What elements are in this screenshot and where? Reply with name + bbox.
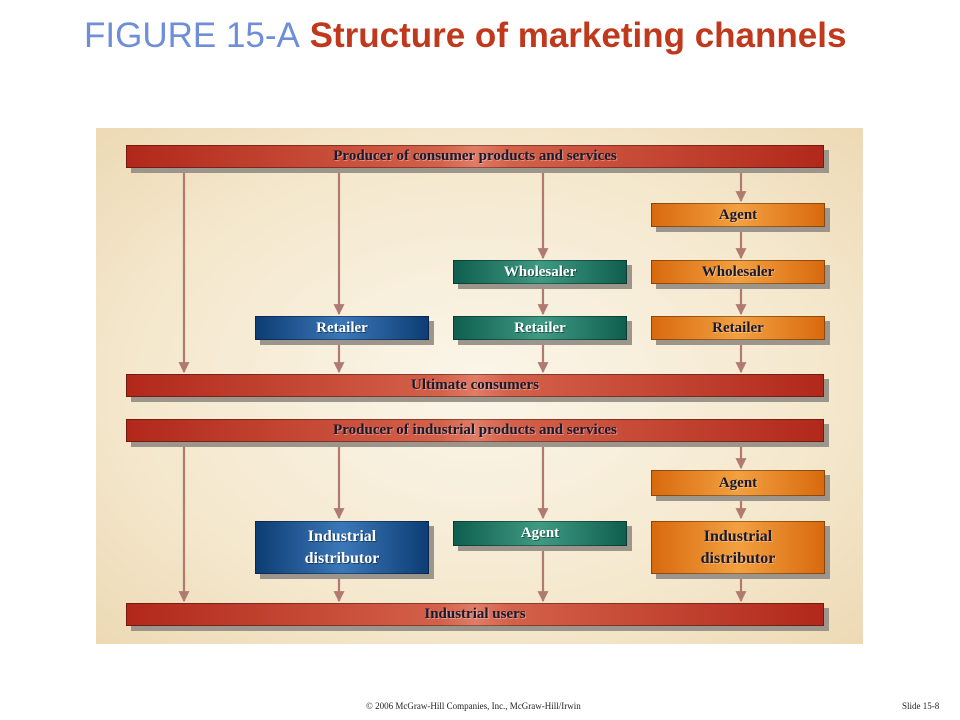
consumer-wholesaler-green-box: Wholesaler [453, 260, 627, 284]
consumer-producer-bar: Producer of consumer products and servic… [126, 145, 824, 168]
industrial-distributor-orange-box: Industrial distributor [651, 521, 825, 574]
consumer-retailer-orange-box: Retailer [651, 316, 825, 340]
slide-number: Slide 15-8 [902, 701, 940, 711]
industrial-agent-orange-box: Agent [651, 470, 825, 496]
industrial-agent-green-box: Agent [453, 521, 627, 546]
channel-diagram: Producer of consumer products and servic… [96, 128, 863, 644]
industrial-distributor-blue-box: Industrial distributor [255, 521, 429, 574]
distributor-blue-line2: distributor [304, 549, 380, 567]
connector-arrows [178, 168, 747, 603]
consumer-agent-box: Agent [651, 203, 825, 227]
page-title: FIGURE 15-A Structure of marketing chann… [84, 14, 864, 58]
industrial-users-bar: Industrial users [126, 603, 824, 626]
copyright-notice: © 2006 McGraw-Hill Companies, Inc., McGr… [366, 701, 581, 711]
figure-label: FIGURE 15-A [84, 16, 300, 55]
distributor-orange-line2: distributor [700, 549, 776, 567]
industrial-producer-bar: Producer of industrial products and serv… [126, 419, 824, 442]
consumer-retailer-green-box: Retailer [453, 316, 627, 340]
consumer-wholesaler-orange-box: Wholesaler [651, 260, 825, 284]
distributor-blue-line1: Industrial [307, 527, 377, 545]
distributor-orange-line1: Industrial [703, 527, 773, 545]
title-text: Structure of marketing channels [309, 16, 847, 55]
ultimate-consumers-bar: Ultimate consumers [126, 374, 824, 397]
consumer-retailer-blue-box: Retailer [255, 316, 429, 340]
